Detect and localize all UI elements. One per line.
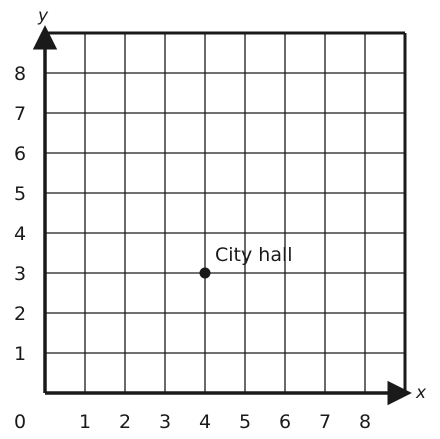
origin-label: 0 bbox=[14, 411, 26, 433]
y-tick-label: 2 bbox=[14, 303, 26, 325]
plot-frame bbox=[45, 31, 407, 393]
city-hall-point bbox=[199, 267, 211, 279]
tick-labels: 1 2 3 4 5 6 7 8 1 2 3 4 5 6 7 8 bbox=[14, 63, 371, 433]
x-tick-label: 7 bbox=[319, 411, 331, 433]
x-tick-label: 2 bbox=[119, 411, 131, 433]
x-axis-label: x bbox=[415, 383, 427, 403]
axes bbox=[32, 25, 412, 406]
y-tick-label: 7 bbox=[14, 103, 26, 125]
x-tick-label: 4 bbox=[199, 411, 211, 433]
x-tick-label: 6 bbox=[279, 411, 291, 433]
y-tick-label: 4 bbox=[14, 223, 26, 245]
city-hall-label: City hall bbox=[215, 244, 293, 266]
y-tick-label: 3 bbox=[14, 263, 26, 285]
y-tick-label: 1 bbox=[14, 343, 26, 365]
y-tick-label: 5 bbox=[14, 183, 26, 205]
x-tick-label: 3 bbox=[159, 411, 171, 433]
x-tick-label: 5 bbox=[239, 411, 251, 433]
grid-lines bbox=[45, 33, 405, 393]
y-tick-label: 6 bbox=[14, 143, 26, 165]
x-tick-label: 1 bbox=[79, 411, 91, 433]
y-tick-label: 8 bbox=[14, 63, 26, 85]
data-points: City hall bbox=[199, 244, 293, 279]
x-tick-label: 8 bbox=[359, 411, 371, 433]
y-axis-label: y bbox=[37, 6, 49, 26]
